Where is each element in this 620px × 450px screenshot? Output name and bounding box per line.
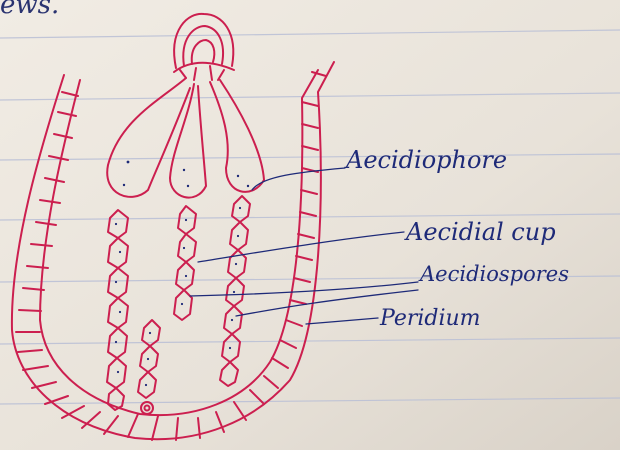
label-aecidiophore: Aecidiophore — [346, 146, 507, 174]
label-peridium: Peridium — [380, 306, 481, 331]
label-aecidial-cup: Aecidial cup — [406, 218, 556, 246]
header-text-fragment: ews. — [0, 0, 59, 20]
label-aecidiospores: Aecidiospores — [420, 262, 569, 286]
